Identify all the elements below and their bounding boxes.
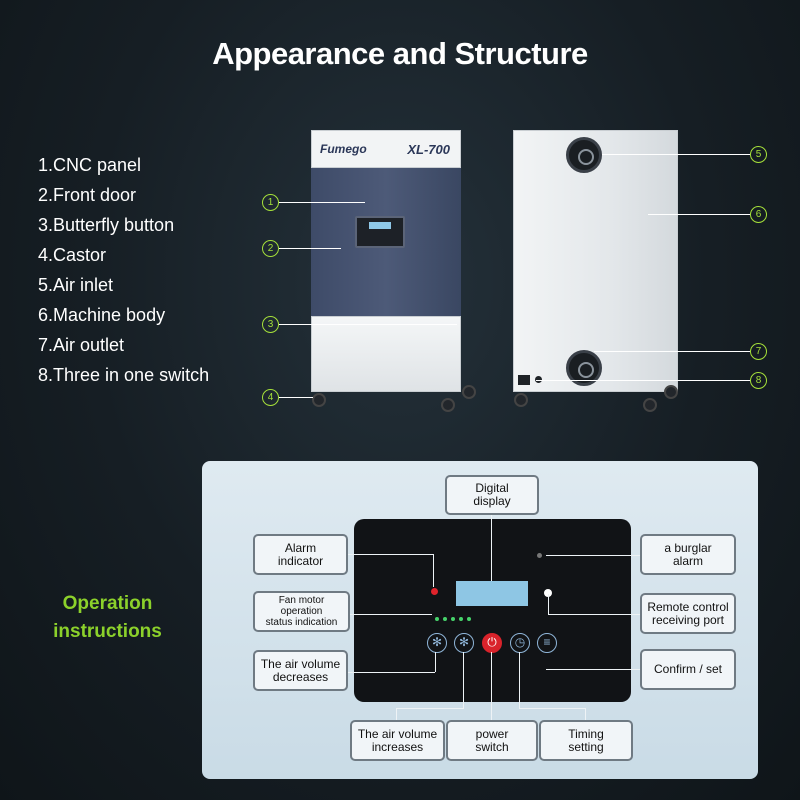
castor-icon bbox=[462, 385, 476, 399]
callout-line bbox=[396, 708, 464, 709]
control-panel bbox=[354, 519, 631, 702]
burglar-led-icon bbox=[537, 553, 542, 558]
list-item: 8.Three in one switch bbox=[38, 365, 210, 385]
callout-line bbox=[433, 554, 434, 587]
callout-line bbox=[347, 672, 435, 673]
leader-line bbox=[279, 324, 457, 325]
fan-increase-button[interactable]: ✻ bbox=[454, 633, 474, 653]
list-item: 6.Machine body bbox=[38, 305, 166, 325]
panel-screen bbox=[369, 222, 391, 229]
marker-1: 1 bbox=[262, 194, 279, 211]
machine-back-view bbox=[513, 130, 678, 392]
callout-line bbox=[350, 614, 432, 615]
list-item: 5.Air inlet bbox=[38, 275, 114, 295]
three-in-one-switch bbox=[518, 375, 530, 385]
switch-knob-icon bbox=[535, 376, 542, 383]
callout-line bbox=[463, 652, 464, 709]
callout-line bbox=[548, 594, 549, 614]
marker-5: 5 bbox=[750, 146, 767, 163]
callout-line bbox=[347, 554, 433, 555]
air-inlet-icon bbox=[566, 137, 602, 173]
marker-8: 8 bbox=[750, 372, 767, 389]
operation-title: Operation instructions bbox=[53, 593, 162, 642]
marker-3: 3 bbox=[262, 316, 279, 333]
leader-line bbox=[536, 380, 750, 381]
cnc-panel bbox=[355, 216, 405, 248]
confirm-button[interactable]: ≡ bbox=[537, 633, 557, 653]
machine-base bbox=[311, 316, 461, 392]
front-door bbox=[311, 168, 461, 316]
marker-6: 6 bbox=[750, 206, 767, 223]
machine-top-cap: Fumego XL-700 bbox=[311, 130, 461, 168]
parts-list: 1.CNC panel 2.Front door 3.Butterfly but… bbox=[38, 150, 209, 390]
castor-icon bbox=[441, 398, 455, 412]
callout-line bbox=[491, 512, 492, 519]
callout-line bbox=[519, 708, 585, 709]
timer-button[interactable]: ◷ bbox=[510, 633, 530, 653]
list-item: 2.Front door bbox=[38, 185, 137, 205]
machine-front-view: Fumego XL-700 bbox=[311, 130, 461, 392]
leader-line bbox=[279, 397, 313, 398]
marker-7: 7 bbox=[750, 343, 767, 360]
callout-line bbox=[435, 652, 436, 672]
brand-logo: Fumego bbox=[320, 142, 367, 156]
status-led-icon bbox=[451, 617, 455, 621]
leader-line bbox=[602, 154, 750, 155]
callout-line bbox=[491, 519, 492, 581]
status-led-icon bbox=[443, 617, 447, 621]
list-item: 4.Castor bbox=[38, 245, 107, 265]
remote-receiver-icon bbox=[544, 589, 552, 597]
leader-line bbox=[594, 351, 750, 352]
leader-line bbox=[648, 214, 750, 215]
status-led-icon bbox=[467, 617, 471, 621]
callout-line bbox=[491, 652, 492, 720]
callout-line bbox=[548, 614, 640, 615]
castor-icon bbox=[643, 398, 657, 412]
leader-line bbox=[279, 202, 365, 203]
list-item: 1.CNC panel bbox=[38, 155, 142, 175]
status-led-icon bbox=[459, 617, 463, 621]
marker-4: 4 bbox=[262, 389, 279, 406]
callout-line bbox=[396, 708, 397, 720]
leader-line bbox=[279, 248, 341, 249]
fan-decrease-button[interactable]: ✻ bbox=[427, 633, 447, 653]
castor-icon bbox=[312, 393, 326, 407]
callout-line bbox=[546, 555, 640, 556]
callout-line bbox=[546, 669, 640, 670]
status-led-icon bbox=[435, 617, 439, 621]
list-item: 7.Air outlet bbox=[38, 335, 125, 355]
marker-2: 2 bbox=[262, 240, 279, 257]
callout-line bbox=[519, 652, 520, 709]
digital-display bbox=[456, 581, 528, 606]
page-title: Appearance and Structure bbox=[212, 36, 588, 71]
castor-icon bbox=[514, 393, 528, 407]
model-name: XL-700 bbox=[407, 142, 450, 157]
alarm-led-icon bbox=[431, 588, 438, 595]
list-item: 3.Butterfly button bbox=[38, 215, 175, 235]
label-confirm-set: Confirm / set bbox=[640, 649, 736, 690]
castor-icon bbox=[664, 385, 678, 399]
power-button[interactable]: ⏻ bbox=[482, 633, 502, 653]
callout-line bbox=[585, 708, 586, 720]
